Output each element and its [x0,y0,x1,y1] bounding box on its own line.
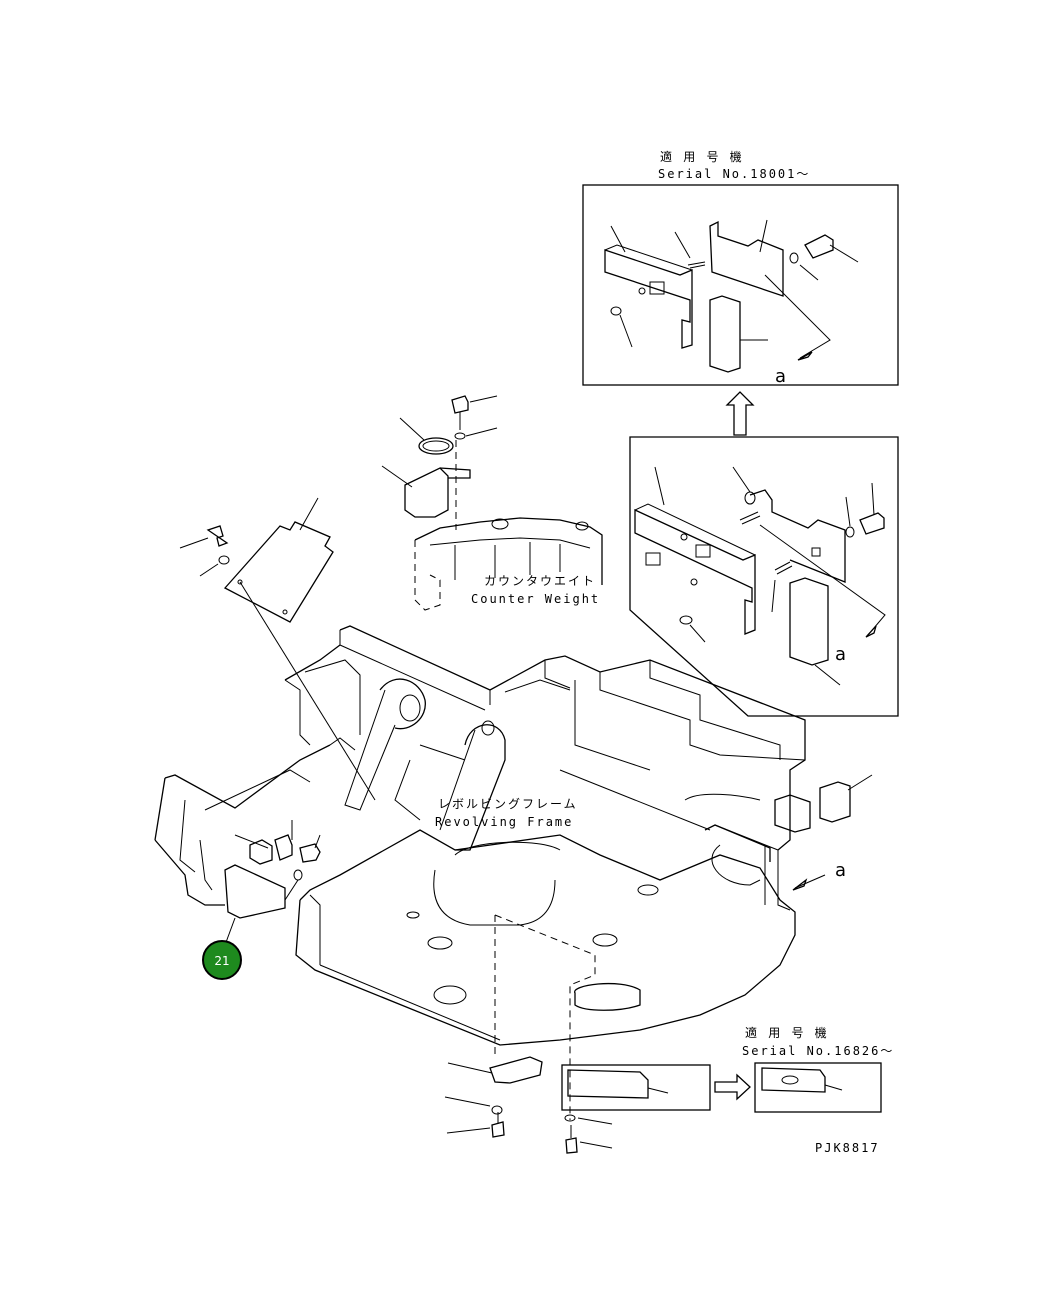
inset-top-letter-a: a [775,366,786,387]
transition-arrow-up-icon [725,391,755,436]
frame-left-lower [154,839,225,906]
inset-top-washer-icon [610,306,622,316]
inset-top-bolt-icon [804,234,834,259]
inset-top-title-jp: 適 用 号 機 [660,149,744,164]
inset-serial-16826: 適 用 号 機 Serial No.16826〜 [561,1025,894,1154]
callout-21-leader [224,917,236,946]
part-21-bracket [249,839,273,865]
inset-top-frame [582,184,899,386]
inset-mid-frame [629,436,899,717]
lower-inset-left-frame [561,1064,711,1111]
transition-arrow-right-icon [714,1073,751,1101]
revolving-frame: a レボルビングフレーム Revolving Frame [154,625,873,1138]
counterweight-label-jp: カウンタウエイト [484,574,596,588]
left-bolt-icon [206,525,229,547]
frame-upper-edge [339,625,806,851]
revolving-frame-label-en: Revolving Frame [435,815,573,829]
inset-mid-block [789,577,829,666]
frame-rear-arc [295,899,796,1046]
lower-inset-bolt-icon [565,1137,578,1154]
part-21-bolt-icon [299,843,321,863]
cw-body [414,517,603,585]
counterweight-assembly: カウンタウエイト Counter Weight [381,395,603,611]
inset-mid-washer2-icon [845,526,855,538]
inset-top-plate [604,249,693,349]
callout-21-circle[interactable] [202,940,242,980]
frame-right-rail [704,824,771,862]
lower-bolt-icon [491,1121,505,1138]
main-letter-a: a [835,860,846,881]
cw-bolt-icon [451,395,469,414]
counterweight-label-en: Counter Weight [471,592,600,606]
inset-top-title-en: Serial No.18001〜 [658,167,810,181]
frame-left-top [284,644,341,681]
inset-bottom-title-en: Serial No.16826〜 [742,1044,894,1058]
stopper-block [819,781,851,823]
inset-bottom-title-jp: 適 用 号 機 [745,1025,829,1040]
lower-washer-icon [491,1105,503,1115]
boom-pin-boss [379,678,426,730]
inset-mid-letter-a: a [835,644,846,665]
lower-inset-right-frame [754,1062,882,1113]
inset-mid-bolt-icon [859,512,885,535]
part-21-cover [224,864,286,919]
inset-current: a [629,436,899,717]
callout-21-number[interactable]: 21 [214,954,229,968]
inset-serial-18001: 適 用 号 機 Serial No.18001〜 a [582,149,899,387]
inset-top-washer2-icon [789,252,799,264]
revolving-frame-label-jp: レボルビングフレーム [438,797,578,811]
inset-mid-hinge [749,489,846,583]
left-cover [179,497,376,801]
left-washer-icon [218,555,230,565]
lower-cover [489,1056,543,1084]
cw-washer-icon [454,432,466,440]
frame-left-edge [164,744,331,809]
lower-inset-cover [761,1067,826,1093]
boom-bracket-right [455,724,506,851]
inset-mid-plate [634,508,756,635]
inset-top-block [709,295,741,373]
cw-oring-icon [418,437,454,455]
inset-top-sticker [709,220,784,297]
left-cover-plate [223,521,334,623]
callout-21[interactable]: 21 [202,940,242,980]
frame-deck-edge [299,829,796,925]
inset-mid-washer-icon [679,615,693,625]
drawing-code: PJK8817 [815,1141,880,1155]
cw-bracket [404,467,449,518]
